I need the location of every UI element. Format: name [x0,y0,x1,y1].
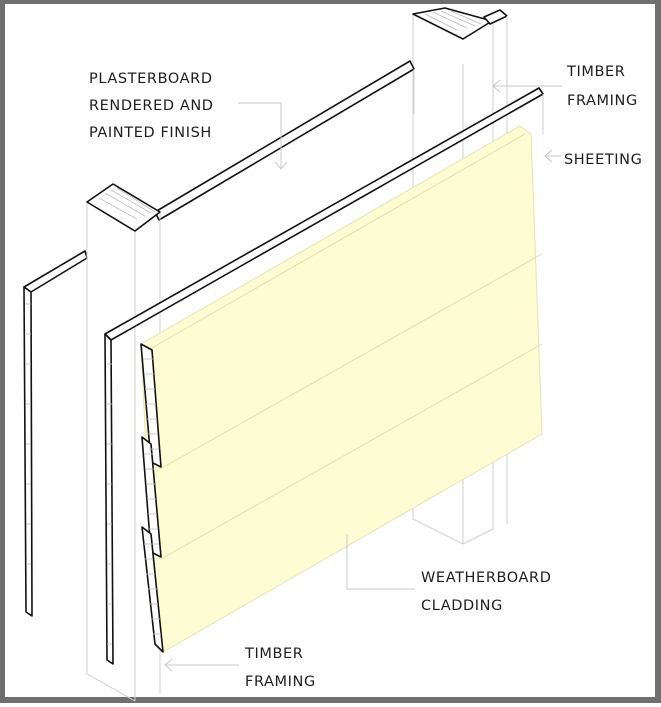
leader-lines [164,79,562,672]
label-sheeting: SHEETING [564,152,642,168]
label-line: WEATHERBOARD [421,570,552,586]
label-timber-framing-bottom: TIMBER FRAMING [244,646,316,690]
plasterboard-panel [23,60,415,617]
weatherboard-cladding [140,125,543,653]
label-line: FRAMING [567,93,638,109]
label-line: PAINTED FINISH [89,125,212,141]
label-line: CLADDING [421,598,503,614]
label-weatherboard-cladding: WEATHERBOARD CLADDING [421,570,552,614]
label-line: TIMBER [244,646,303,662]
label-line: PLASTERBOARD [89,71,213,87]
label-line: TIMBER [566,64,625,80]
label-plasterboard: PLASTERBOARD RENDERED AND PAINTED FINISH [89,71,214,141]
label-line: SHEETING [564,152,642,168]
sheeting-panel [104,87,544,665]
label-line: FRAMING [245,674,316,690]
wall-section-drawing: PLASTERBOARD RENDERED AND PAINTED FINISH… [23,7,642,702]
label-line: RENDERED AND [89,98,214,114]
label-timber-framing-top: TIMBER FRAMING [566,64,638,109]
